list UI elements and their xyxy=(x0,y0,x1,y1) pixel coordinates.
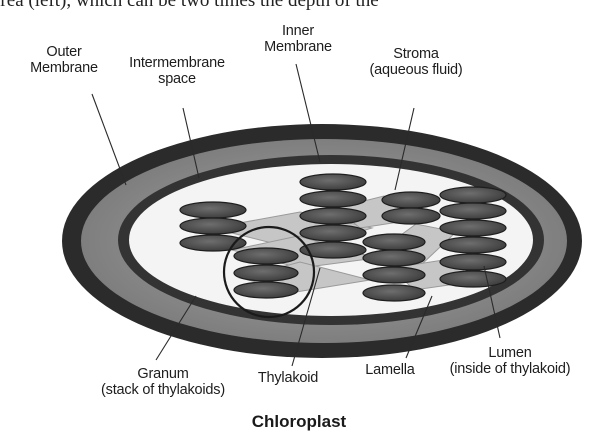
label-outer-membrane: Outer Membrane xyxy=(28,44,100,76)
label-inner-membrane: Inner Membrane xyxy=(250,23,346,55)
label-granum: Granum (stack of thylakoids) xyxy=(78,366,248,398)
granum-center xyxy=(300,174,366,258)
label-lumen: Lumen (inside of thylakoid) xyxy=(426,345,594,377)
diagram-title: Chloroplast xyxy=(0,412,598,432)
granum-circled xyxy=(234,248,298,298)
label-intermembrane-space: Intermembrane space xyxy=(112,55,242,87)
granum-left xyxy=(180,202,246,251)
label-stroma: Stroma (aqueous fluid) xyxy=(356,46,476,78)
label-lamella: Lamella xyxy=(352,362,428,378)
label-thylakoid: Thylakoid xyxy=(238,370,338,386)
